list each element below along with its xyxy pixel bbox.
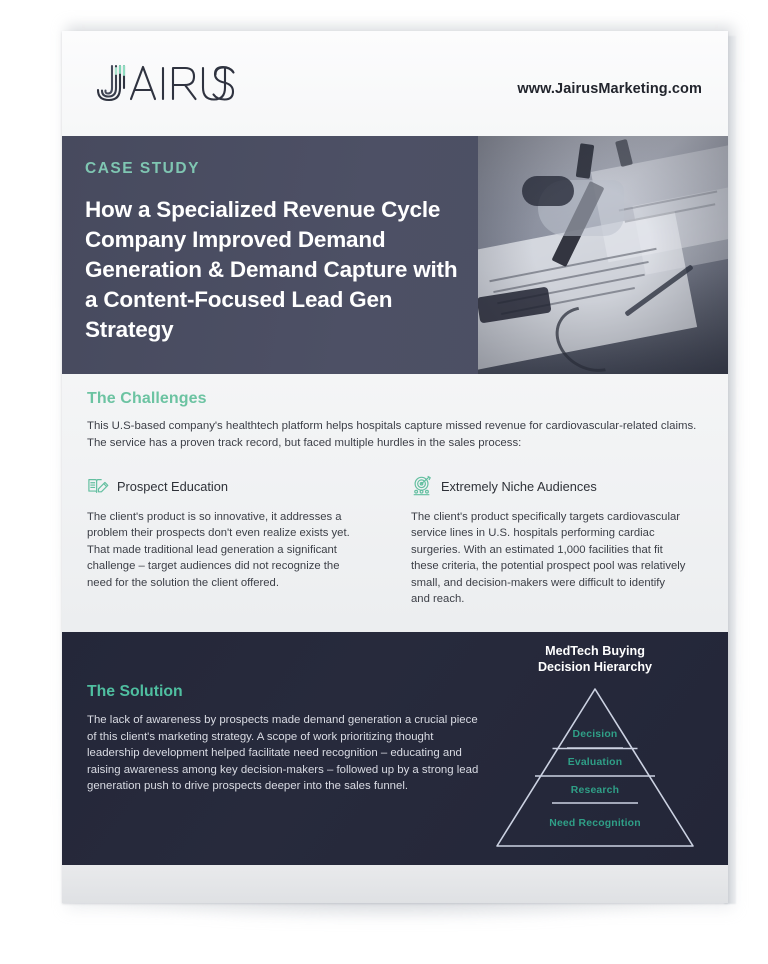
open-book-pencil-icon — [87, 475, 109, 497]
challenge-card-header: Extremely Niche Audiences — [411, 475, 687, 497]
website-url[interactable]: www.JairusMarketing.com — [517, 81, 702, 97]
solution-heading: The Solution — [87, 683, 183, 700]
pyramid-tier-label: Decision — [572, 729, 618, 740]
challenge-card: Prospect Education The client's product … — [87, 475, 363, 607]
pyramid-title-line2: Decision Hierarchy — [537, 659, 653, 674]
page-header: www.JairusMarketing.com — [62, 31, 728, 136]
challenge-card: Extremely Niche Audiences The client's p… — [411, 475, 687, 607]
pyramid-tier-label: Research — [570, 785, 620, 796]
solution-body: The lack of awareness by prospects made … — [87, 714, 479, 793]
pyramid-title: MedTech Buying Decision Hierarchy — [470, 644, 720, 675]
pyramid-title-line1: MedTech Buying — [545, 644, 645, 658]
challenge-cards: Prospect Education The client's product … — [87, 475, 703, 607]
page-title: How a Specialized Revenue Cycle Company … — [85, 197, 458, 342]
page-footer-strip — [62, 865, 728, 903]
challenge-card-header: Prospect Education — [87, 475, 363, 497]
photo-cuff — [522, 176, 574, 206]
hero-photo — [478, 136, 728, 379]
pyramid-figure: MedTech Buying Decision Hierarchy Decisi… — [470, 644, 720, 864]
challenges-section: The Challenges This U.S-based company's … — [62, 374, 728, 632]
jairus-logo — [87, 62, 235, 106]
challenges-heading: The Challenges — [87, 390, 207, 407]
challenges-intro: This U.S-based company's healthtech plat… — [87, 420, 697, 449]
solution-section: The Solution The lack of awareness by pr… — [62, 632, 728, 865]
jairus-logo-mark — [96, 64, 235, 102]
hero-band: CASE STUDY How a Specialized Revenue Cyc… — [62, 136, 728, 379]
pyramid-graphic: Decision Evaluation Research Need Recogn… — [492, 686, 698, 850]
challenge-card-title: Prospect Education — [117, 478, 228, 494]
challenge-card-body: The client's product specifically target… — [411, 511, 686, 606]
challenge-card-title: Extremely Niche Audiences — [441, 478, 597, 494]
case-study-eyebrow: CASE STUDY — [85, 160, 200, 177]
photo-vignette — [478, 136, 728, 379]
target-audience-icon — [411, 475, 433, 497]
hero-text-block: CASE STUDY How a Specialized Revenue Cyc… — [85, 160, 475, 345]
pyramid-tier-label: Evaluation — [567, 757, 623, 768]
pyramid-outline — [496, 688, 694, 847]
pyramid-tier-label: Need Recognition — [549, 818, 641, 829]
challenge-card-body: The client's product is so innovative, i… — [87, 511, 350, 589]
case-study-page: www.JairusMarketing.com — [62, 31, 728, 903]
